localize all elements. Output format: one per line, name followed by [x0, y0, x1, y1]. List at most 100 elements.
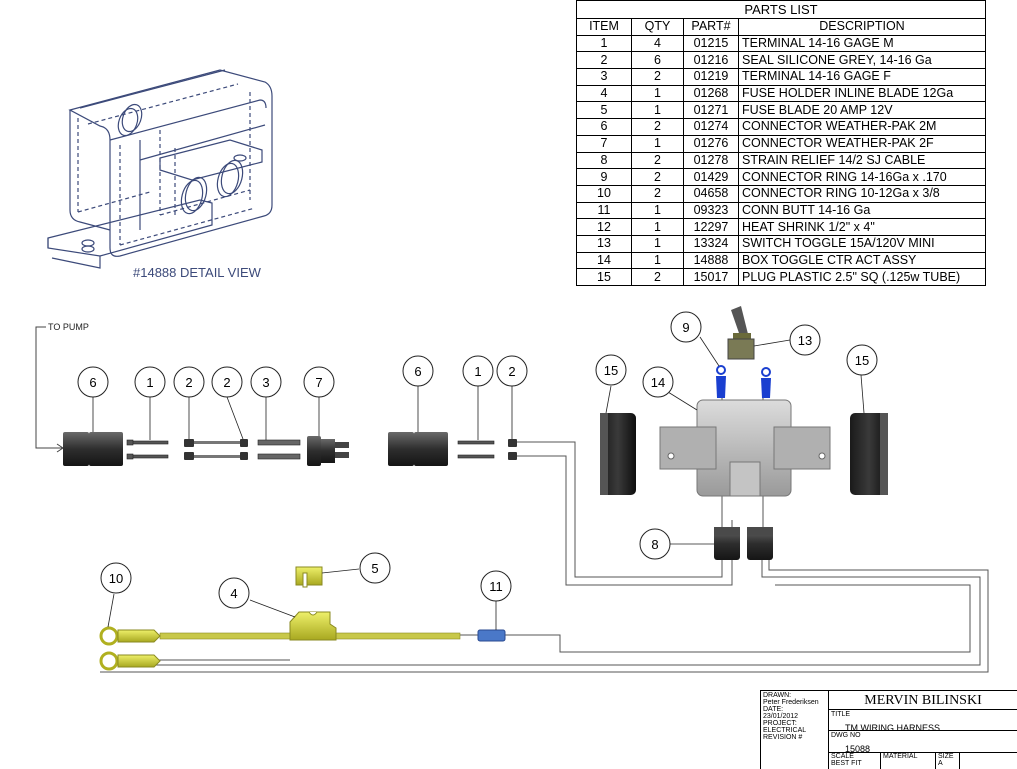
company-cell: MERVIN BILINSKI	[829, 691, 1017, 710]
scale-value: BEST FIT	[831, 760, 862, 767]
date-label: DATE:	[763, 706, 784, 713]
detail-view-box	[47, 69, 273, 269]
material-label: MATERIAL	[883, 753, 918, 760]
parts-cell-item: 12	[576, 218, 632, 236]
parts-cell-part: 01278	[683, 151, 739, 170]
parts-cell-description: CONNECTOR WEATHER-PAK 2M	[738, 118, 986, 136]
revision-label: REVISION #	[763, 734, 803, 741]
parts-cell-item: 3	[576, 68, 632, 86]
callout-2b: 2	[223, 375, 230, 390]
parts-cell-description: FUSE BLADE 20 AMP 12V	[738, 101, 986, 120]
terminals-male-mid	[457, 440, 495, 459]
dwg-no-cell: DWG NO 15088	[829, 731, 1017, 754]
parts-cell-part: 15017	[683, 268, 739, 286]
parts-cell-qty: 2	[631, 68, 684, 86]
parts-cell-part: 01271	[683, 101, 739, 120]
callout-bubbles	[77, 311, 878, 609]
callout-7: 7	[315, 375, 322, 390]
callout-15a: 15	[604, 363, 618, 378]
parts-cell-description: CONNECTOR RING 14-16Ga x .170	[738, 168, 986, 186]
parts-cell-part: 01219	[683, 68, 739, 86]
header-description: DESCRIPTION	[738, 18, 986, 36]
parts-cell-part: 09323	[683, 201, 739, 220]
parts-cell-part: 01429	[683, 168, 739, 186]
parts-cell-item: 4	[576, 84, 632, 103]
callout-13: 13	[798, 333, 812, 348]
date-value: 23/01/2012	[763, 713, 799, 720]
plug-plastic-right	[850, 413, 888, 495]
parts-cell-item: 15	[576, 268, 632, 286]
detail-view-label: #14888 DETAIL VIEW	[133, 265, 262, 280]
fuse-holder-inline	[159, 611, 461, 641]
size-label: SIZE	[938, 753, 954, 760]
callout-6b: 6	[414, 364, 421, 379]
fuse-blade	[295, 566, 323, 588]
toggle-switch	[727, 306, 755, 360]
parts-cell-description: SWITCH TOGGLE 15A/120V MINI	[738, 234, 986, 253]
ring-terminals-blue	[716, 365, 771, 398]
terminals-female	[257, 439, 301, 460]
parts-cell-description: TERMINAL 14-16 GAGE F	[738, 68, 986, 86]
parts-cell-part: 14888	[683, 251, 739, 270]
parts-cell-qty: 1	[631, 101, 684, 120]
parts-cell-description: CONNECTOR RING 10-12Ga x 3/8	[738, 184, 986, 203]
seals-left	[184, 439, 248, 460]
callout-1b: 1	[474, 364, 481, 379]
callout-8: 8	[651, 537, 658, 552]
callout-9: 9	[682, 320, 689, 335]
size-cell: SIZE A	[936, 753, 960, 769]
to-pump-line	[35, 326, 64, 453]
callout-15b: 15	[855, 353, 869, 368]
parts-cell-description: BOX TOGGLE CTR ACT ASSY	[738, 251, 986, 270]
parts-cell-description: TERMINAL 14-16 GAGE M	[738, 34, 986, 53]
parts-cell-description: SEAL SILICONE GREY, 14-16 Ga	[738, 51, 986, 70]
dwg-no-label: DWG NO	[831, 732, 861, 739]
toggle-box-assembly	[659, 399, 831, 497]
callout-10: 10	[109, 571, 123, 586]
callout-6a: 6	[89, 375, 96, 390]
scale-label: SCALE	[831, 753, 854, 760]
callout-5: 5	[371, 561, 378, 576]
callout-1a: 1	[146, 375, 153, 390]
title-block: DRAWN: Peter Frederiksen DATE: 23/01/201…	[760, 690, 1017, 769]
title-label: TITLE	[831, 711, 851, 718]
connector-weatherpak-2f	[307, 436, 349, 466]
to-pump-label: TO PUMP	[48, 322, 89, 332]
leader-lines	[92, 336, 865, 630]
callout-2c: 2	[508, 364, 515, 379]
material-cell: MATERIAL	[881, 753, 936, 769]
plug-plastic-left	[600, 413, 636, 495]
callout-11: 11	[489, 579, 503, 594]
terminals-male-left	[126, 439, 169, 460]
seals-mid	[508, 439, 517, 460]
callout-2a: 2	[185, 375, 192, 390]
size-value: A	[938, 760, 943, 767]
parts-cell-part: 12297	[683, 218, 739, 236]
company-name: MERVIN BILINSKI	[864, 693, 982, 708]
parts-cell-qty: 2	[631, 268, 684, 286]
parts-cell-description: FUSE HOLDER INLINE BLADE 12Ga	[738, 84, 986, 103]
callout-labels: 6 1 2 2 3 7 6 1 2 15 14 9 13 15 8 10 4 5…	[89, 320, 869, 601]
parts-list-title: PARTS LIST	[576, 0, 986, 19]
callout-14: 14	[651, 375, 665, 390]
scale-cell: SCALE BEST FIT	[829, 753, 881, 769]
drawn-by: Peter Frederiksen	[763, 699, 819, 706]
callout-4: 4	[230, 586, 237, 601]
connector-weatherpak-2m-left	[63, 432, 123, 466]
strain-reliefs	[714, 527, 773, 560]
connector-weatherpak-2m-mid	[388, 432, 448, 466]
title-cell: TITLE TM WIRING HARNESS	[829, 710, 1017, 733]
